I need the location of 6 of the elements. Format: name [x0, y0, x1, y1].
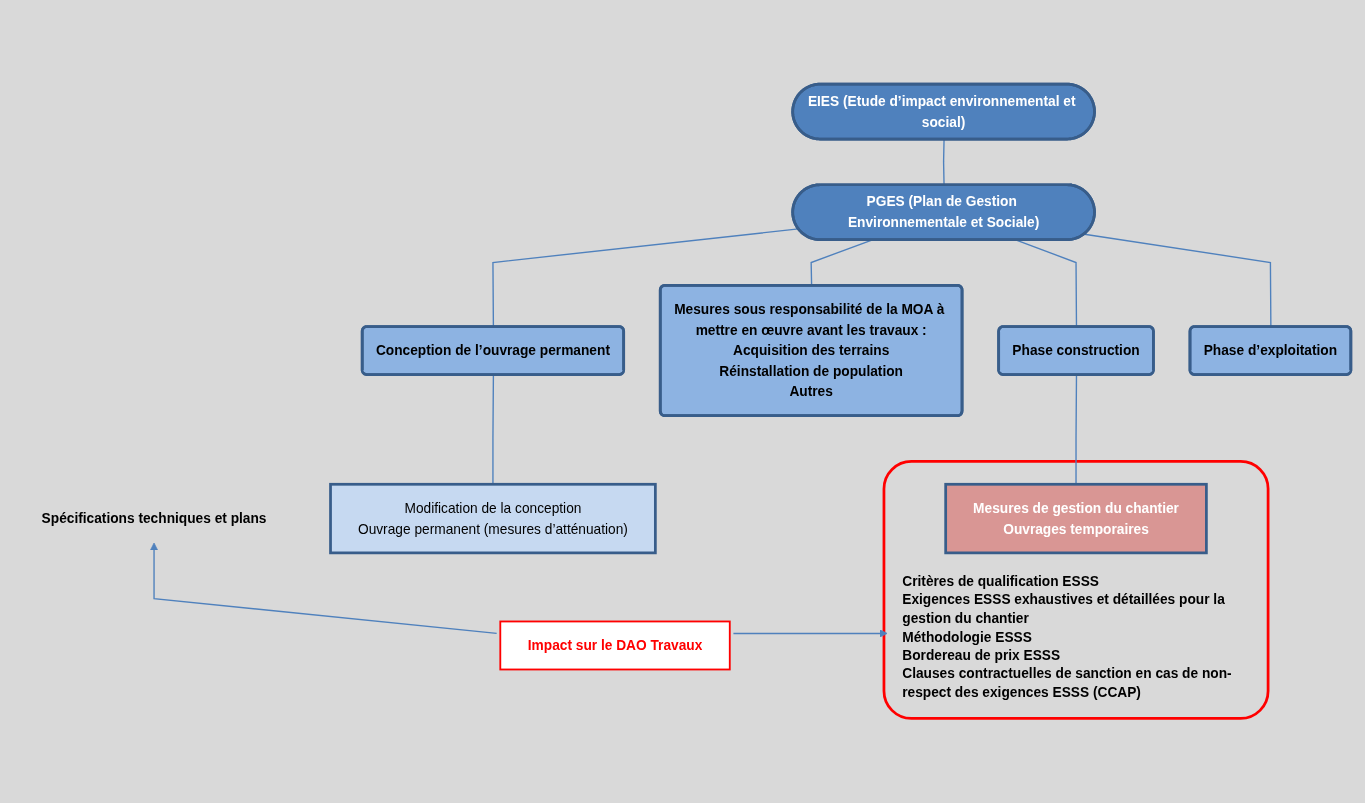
node-text: Spécifications techniques et plans: [41, 510, 267, 526]
arrow: [150, 542, 498, 635]
node-box: Modification de la conception Ouvrage permanent (mesures d’atténuation): [329, 483, 657, 555]
arrow: [732, 629, 888, 638]
node-box: Impact sur le DAO Travaux: [499, 620, 731, 671]
node-box: Mesures de gestion du chantier Ouvrages temporaires: [944, 483, 1208, 555]
